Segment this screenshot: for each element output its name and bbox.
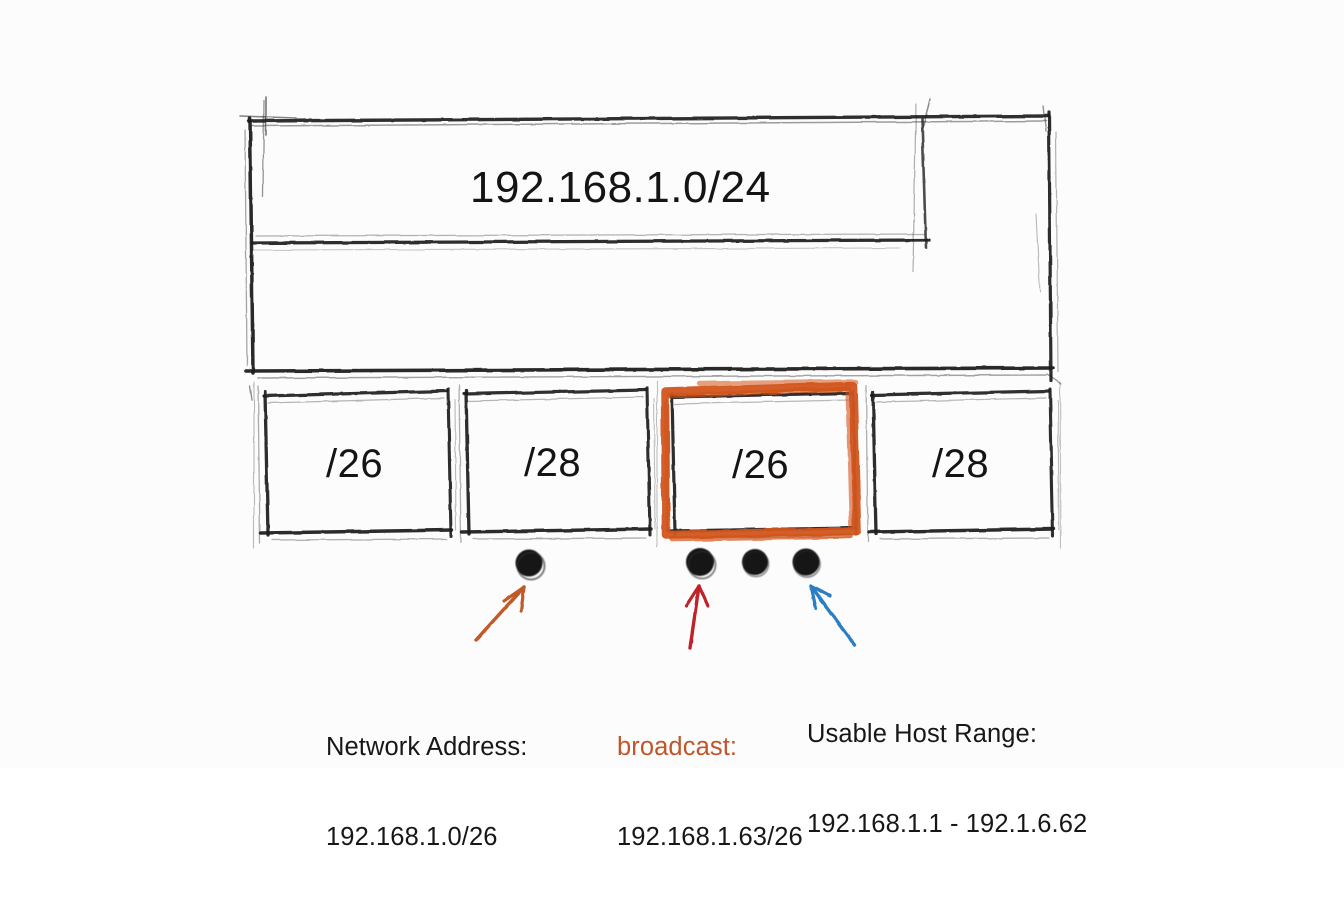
annotation-usable-host-range: Usable Host Range: 192.168.1.1 - 192.1.6… [807, 659, 1087, 900]
network-address-arrow [474, 585, 526, 642]
subnet-label-1: /26 [326, 442, 384, 486]
broadcast-dot [686, 548, 717, 580]
marker-dots [515, 548, 821, 581]
usable-host-range-arrow [809, 584, 857, 647]
annotation-broadcast-title: broadcast: [617, 733, 738, 762]
annotation-network-address-value: 192.168.1.0/26 [326, 823, 498, 852]
subnet-box-2-outline [458, 380, 658, 548]
network-address-dot [515, 549, 546, 581]
subnet-label-2: /28 [524, 441, 582, 485]
supernet-label: 192.168.1.0/24 [470, 163, 771, 212]
subnet-label-3: /26 [732, 443, 790, 487]
subnetting-diagram: 192.168.1.0/24 /26 /28 /26 /28 Network A… [239, 96, 1088, 852]
annotation-network-address-title: Network Address: [326, 733, 528, 762]
supernet-divider-line [250, 233, 931, 251]
sketch-layer [239, 96, 1062, 650]
annotation-broadcast-value: 192.168.1.63/26 [617, 823, 803, 852]
annotation-network-address: Network Address: 192.168.1.0/26 [326, 672, 527, 913]
middle-dot [742, 549, 770, 578]
supernet-inner-vertical-line [912, 103, 928, 273]
subnet-label-4: /28 [932, 442, 990, 486]
annotation-usable-host-range-title: Usable Host Range: [807, 720, 1038, 749]
subnet-box-4-outline [865, 381, 1062, 549]
annotation-broadcast: broadcast: 192.168.1.63/26 [617, 672, 803, 913]
broadcast-arrow [684, 584, 710, 650]
highlight-rectangle [660, 379, 862, 542]
annotation-usable-host-range-value: 192.168.1.1 - 192.1.6.62 [807, 810, 1088, 839]
usable-host-range-dot [792, 548, 821, 578]
subnet-box-1-outline [253, 381, 457, 549]
